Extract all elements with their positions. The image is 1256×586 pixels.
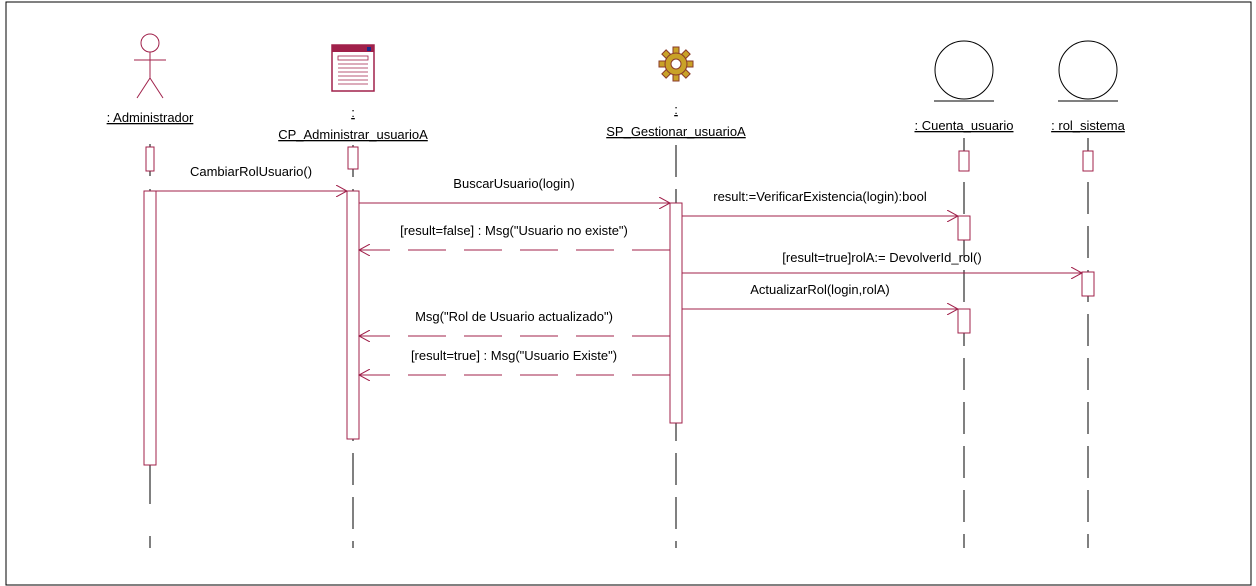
activation-cp: [346, 190, 360, 440]
participant-label: SP_Gestionar_usuarioA: [606, 124, 746, 139]
activation-cuenta-2: [957, 308, 971, 334]
message-label-m7: Msg("Rol de Usuario actualizado"): [415, 309, 613, 324]
message-label-m3: result:=VerificarExistencia(login):bool: [713, 189, 927, 204]
participant-administrador[interactable]: : Administrador: [107, 33, 194, 125]
activation-cp-focus: [347, 146, 359, 170]
actor-icon: [134, 33, 166, 99]
gear-icon: [658, 46, 694, 82]
participant-label: : rol_sistema: [1051, 118, 1125, 133]
participant-label: : Cuenta_usuario: [914, 118, 1013, 133]
message-label-m2: BuscarUsuario(login): [453, 176, 574, 191]
form-window-icon: [331, 44, 375, 92]
diagram-frame: [5, 1, 1252, 586]
participant-cp-administrar-usuarioa[interactable]: : CP_Administrar_usuarioA: [278, 44, 428, 142]
activation-admin: [143, 190, 157, 466]
participant-label-colon: :: [674, 102, 678, 117]
participant-label: CP_Administrar_usuarioA: [278, 127, 428, 142]
message-label-m5: [result=true]rolA:= DevolverId_rol(): [782, 250, 981, 265]
activation-cuenta-1: [957, 215, 971, 241]
message-label-m1: CambiarRolUsuario(): [190, 164, 312, 179]
message-label-m8: [result=true] : Msg("Usuario Existe"): [411, 348, 617, 363]
activation-rol: [1081, 271, 1095, 297]
activation-sp: [669, 202, 683, 424]
activation-admin-focus: [145, 146, 155, 172]
message-label-m6: ActualizarRol(login,rolA): [750, 282, 889, 297]
activation-cuenta-focus: [958, 150, 970, 172]
participant-label: : Administrador: [107, 110, 194, 125]
participant-label-colon: :: [351, 105, 355, 120]
activations: [143, 146, 1095, 466]
entity-circle-icon: [934, 40, 994, 102]
participant-sp-gestionar-usuarioa[interactable]: : SP_Gestionar_usuarioA: [606, 46, 746, 139]
messages: [156, 191, 1082, 375]
entity-circle-icon: [1058, 40, 1118, 102]
participant-rol-sistema[interactable]: : rol_sistema: [1051, 40, 1126, 133]
activation-rol-focus: [1082, 150, 1094, 172]
message-label-m4: [result=false] : Msg("Usuario no existe"…: [400, 223, 628, 238]
participant-cuenta-usuario[interactable]: : Cuenta_usuario: [914, 40, 1014, 133]
lifelines: [149, 131, 1089, 548]
